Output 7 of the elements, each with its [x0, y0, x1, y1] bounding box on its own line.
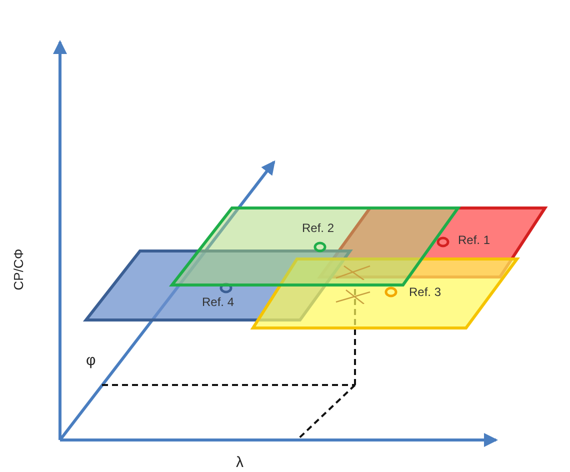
- axis-label: CP/CΦ: [11, 248, 26, 290]
- reference-label: Ref. 2: [302, 221, 334, 235]
- axis-label: λ: [236, 454, 244, 471]
- axis-label: φ: [86, 352, 96, 369]
- reference-label: Ref. 3: [409, 285, 442, 299]
- reference-label: Ref. 1: [458, 233, 490, 247]
- reference-label: Ref. 4: [202, 295, 234, 309]
